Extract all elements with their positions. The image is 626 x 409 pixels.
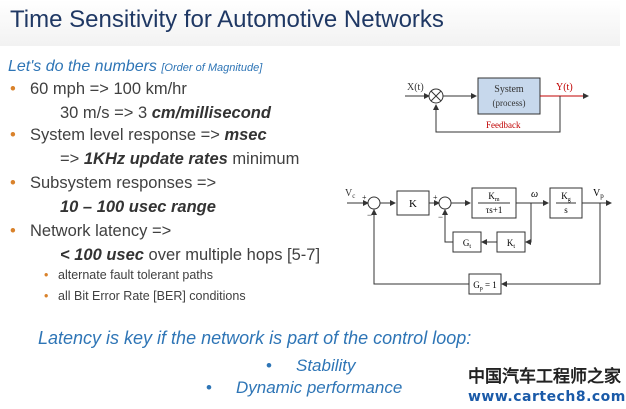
output-label: Y(t): [556, 82, 573, 93]
bullet-dot-icon: •: [266, 356, 272, 375]
bullet-dot-icon: •: [10, 126, 16, 144]
cascade-control-diagram: Vc K Km τs+1 ω Kg s Vp Kt Gt Gp = 1 + − …: [345, 187, 612, 295]
kt-label: Kt: [507, 238, 516, 250]
summing-junction-icon: [438, 196, 452, 210]
gp-symbol: G: [473, 280, 480, 290]
sub-bullet-paths: • alternate fault tolerant paths: [44, 268, 213, 282]
summing-junction-icon: [367, 196, 381, 210]
conclusion-item-dynamic-text: Dynamic performance: [236, 378, 403, 397]
bullet-system-detail: => 1KHz update rates minimum: [60, 150, 299, 169]
vc-symbol: V: [345, 188, 353, 199]
gt-symbol: G: [463, 238, 470, 248]
kg-symbol: K: [561, 191, 568, 201]
k-label: K: [409, 198, 417, 210]
conclusion-item-dynamic: • Dynamic performance: [206, 378, 403, 398]
watermark-line2: www.cartech8.com: [468, 389, 626, 405]
conclusion-item-stability-text: Stability: [296, 356, 356, 375]
bullet-speed-detail-emph: cm/millisecond: [151, 104, 271, 122]
conclusion-text: Latency is key if the network is part of…: [38, 328, 472, 348]
bullet-latency-detail-post: over multiple hops [5-7]: [143, 246, 321, 264]
bullet-dot-icon: •: [44, 268, 49, 282]
minus-sign: −: [367, 210, 372, 220]
watermark-line1: 中国汽车工程师之家: [468, 367, 621, 387]
km-subscript: m: [495, 197, 500, 203]
sub-bullet-ber: • all Bit Error Rate [BER] conditions: [44, 289, 246, 303]
bullet-speed-text: 60 mph => 100 km/hr: [30, 80, 187, 98]
vc-subscript: c: [352, 192, 355, 200]
vp-label: Vp: [593, 188, 604, 200]
bullet-latency-text: Network latency =>: [30, 222, 172, 240]
bullet-dot-icon: •: [206, 378, 212, 397]
bullet-system: • System level response => msec: [10, 126, 267, 145]
k-block: [396, 190, 430, 216]
s-label: s: [564, 205, 568, 215]
minus-sign: −: [438, 212, 443, 222]
plus-sign: +: [362, 193, 367, 202]
bullet-dot-icon: •: [44, 289, 49, 303]
bullet-speed-detail: 30 m/s => 3 cm/millisecond: [60, 104, 271, 123]
slide-title: Time Sensitivity for Automotive Networks: [10, 6, 444, 33]
title-bar: [0, 0, 620, 46]
input-label: X(t): [407, 82, 424, 93]
bullet-subsystem-detail-emph: 10 – 100 usec range: [60, 198, 216, 216]
gt-label: Gt: [463, 238, 472, 250]
bullet-system-detail-emph: 1KHz update rates: [83, 150, 228, 168]
kg-label: Kg: [561, 191, 571, 203]
conclusion-item-stability: • Stability: [266, 356, 356, 376]
gp-subscript: p: [480, 286, 483, 292]
bullet-system-emph: msec: [224, 126, 267, 144]
watermark: 中国汽车工程师之家 www.cartech8.com: [468, 362, 626, 405]
km-label: Km: [488, 191, 500, 203]
bullet-system-text: System level response =>: [30, 126, 225, 144]
den-label: τs+1: [486, 205, 503, 215]
bullet-subsystem-detail: 10 – 100 usec range: [60, 198, 216, 217]
gp-equals: = 1: [483, 280, 497, 290]
feedback-label: Feedback: [486, 120, 521, 130]
bullet-dot-icon: •: [10, 80, 16, 98]
omega-label: ω: [531, 189, 538, 200]
km-symbol: K: [488, 191, 495, 201]
bullet-latency-detail-emph: < 100 usec: [60, 246, 144, 264]
bullet-system-detail-pre: =>: [60, 150, 84, 168]
bullet-speed: • 60 mph => 100 km/hr: [10, 80, 187, 99]
sub-bullet-paths-text: alternate fault tolerant paths: [58, 268, 213, 282]
vc-label: Vc: [345, 188, 355, 200]
summing-junction-icon: [428, 88, 444, 104]
bullet-latency-detail: < 100 usec over multiple hops [5-7]: [60, 246, 320, 265]
plus-sign: +: [433, 193, 438, 202]
vp-subscript: p: [600, 192, 604, 200]
bullet-speed-detail-text: 30 m/s => 3: [60, 104, 152, 122]
process-label: (process): [493, 98, 526, 108]
gp-label: Gp = 1: [473, 280, 497, 292]
system-label: System: [494, 84, 524, 95]
kg-subscript: g: [568, 197, 571, 203]
bullet-system-detail-post: minimum: [227, 150, 300, 168]
subtitle: Let's do the numbers [Order of Magnitude…: [8, 58, 262, 76]
feedback-loop-diagram: X(t) System (process) Y(t) Feedback: [405, 77, 589, 133]
bullet-dot-icon: •: [10, 222, 16, 240]
kt-symbol: K: [507, 238, 514, 248]
bullet-subsystem-text: Subsystem responses =>: [30, 174, 217, 192]
gt-subscript: t: [469, 244, 471, 250]
vp-symbol: V: [593, 188, 601, 199]
kt-subscript: t: [513, 244, 515, 250]
bullet-subsystem: • Subsystem responses =>: [10, 174, 217, 193]
bullet-latency: • Network latency =>: [10, 222, 172, 241]
bullet-dot-icon: •: [10, 174, 16, 192]
subtitle-main: Let's do the numbers: [8, 58, 157, 75]
sub-bullet-ber-text: all Bit Error Rate [BER] conditions: [58, 289, 246, 303]
subtitle-note: [Order of Magnitude]: [161, 62, 263, 74]
